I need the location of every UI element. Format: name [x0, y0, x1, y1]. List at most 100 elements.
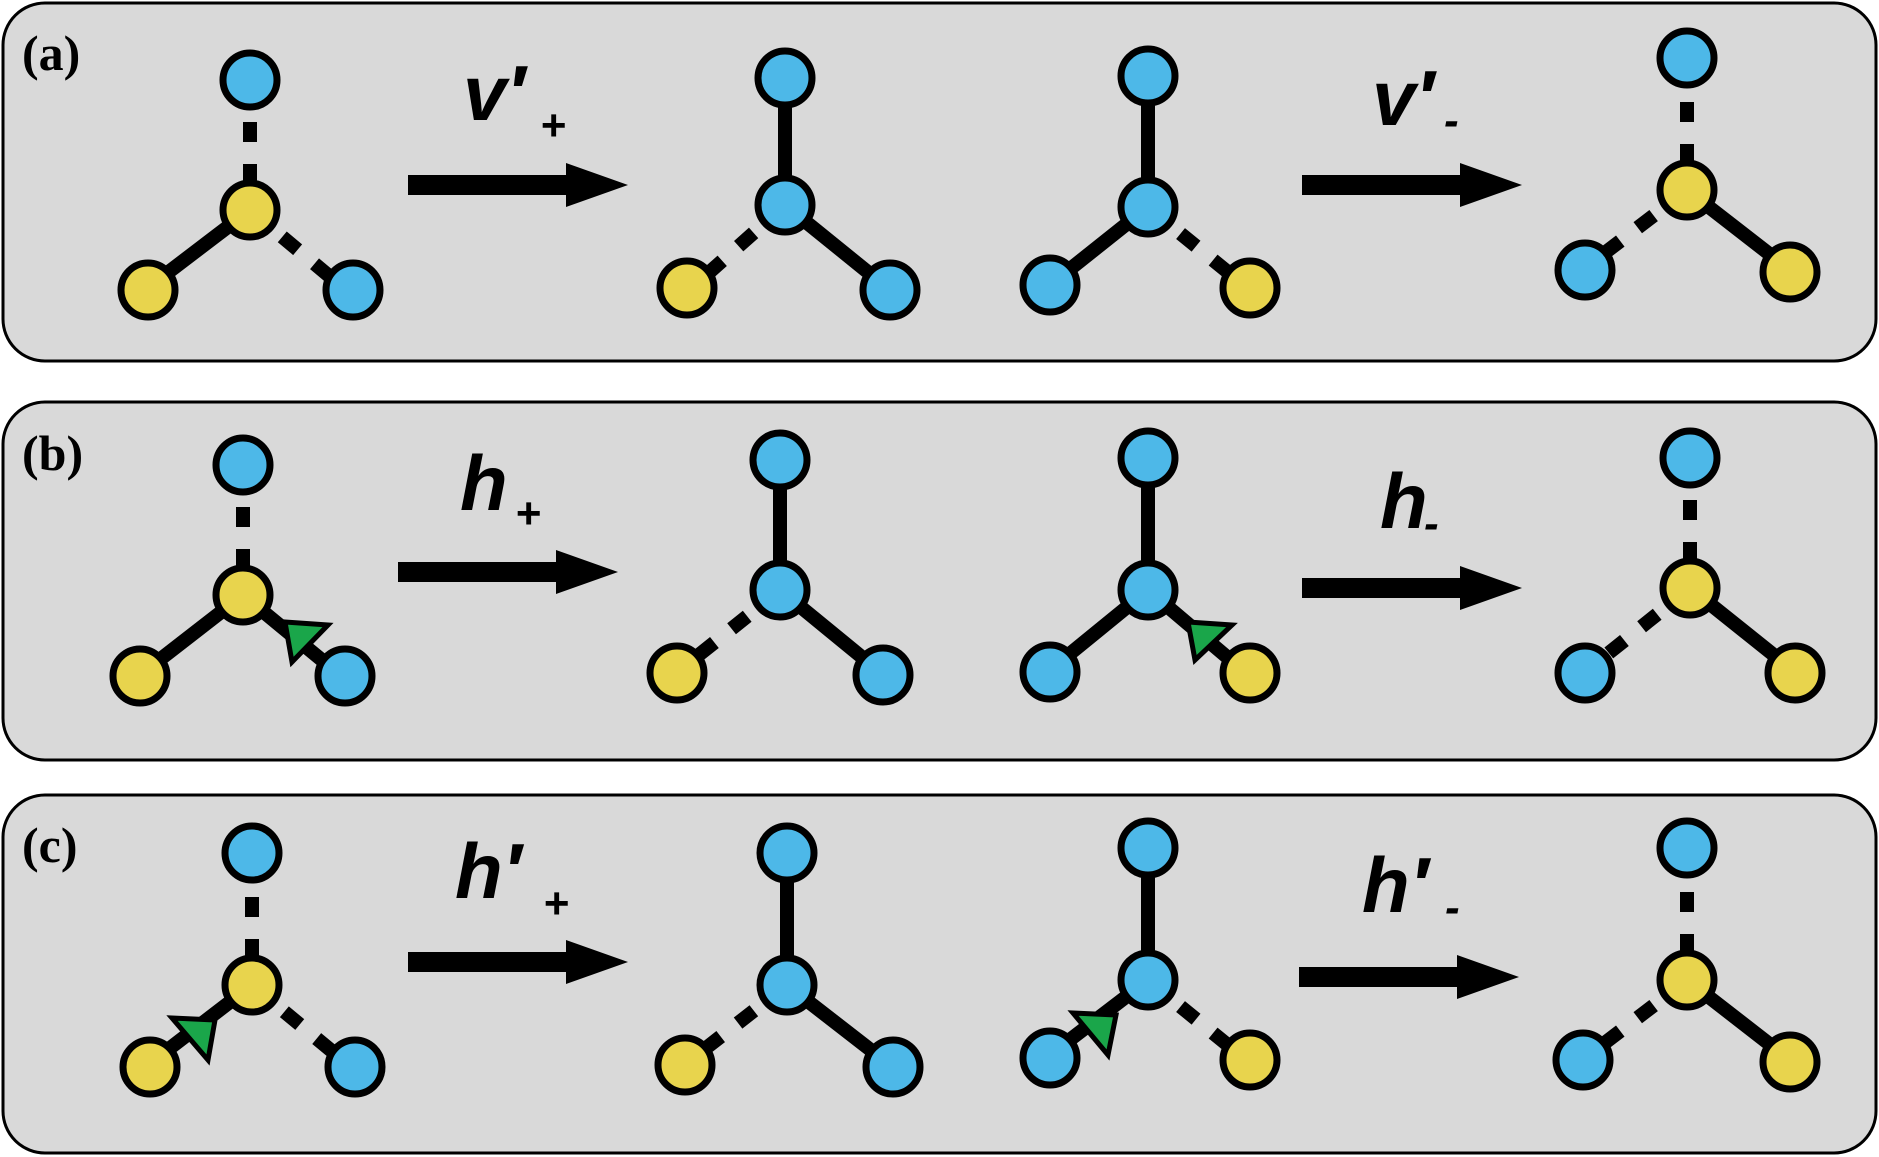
operator-a2-sub: -	[1444, 96, 1459, 145]
node-blue	[219, 49, 281, 111]
node-blue	[749, 559, 811, 621]
node-yellow	[219, 179, 281, 241]
node-yellow	[1759, 241, 1821, 303]
node-blue	[322, 259, 384, 321]
arrow-shaft	[408, 952, 573, 972]
molecule-a3	[1019, 45, 1281, 319]
node-blue	[1019, 1027, 1081, 1089]
arrow-shaft	[1302, 175, 1467, 195]
arrow-shaft	[1302, 578, 1467, 598]
node-yellow	[646, 642, 708, 704]
node-blue	[1656, 27, 1718, 89]
arrow-head	[556, 550, 618, 594]
molecule-b4	[1554, 427, 1826, 704]
node-blue	[859, 259, 921, 321]
panel-a-label: (a)	[22, 25, 80, 81]
molecule-b1	[109, 434, 376, 707]
node-blue	[1554, 642, 1616, 704]
node-blue	[756, 822, 818, 884]
node-yellow	[1656, 949, 1718, 1011]
node-blue	[756, 954, 818, 1016]
node-blue	[1019, 641, 1081, 703]
panel-b-background	[1, 400, 1878, 762]
arrow-head	[1460, 163, 1522, 207]
node-yellow	[654, 1034, 716, 1096]
node-blue	[324, 1036, 386, 1098]
arrow-b2: h -	[1302, 457, 1522, 610]
node-yellow	[656, 257, 718, 319]
node-yellow	[1759, 1031, 1821, 1093]
molecule-c3	[1019, 817, 1281, 1091]
operator-b2-sub: -	[1424, 499, 1439, 548]
bond-dashed	[247, 979, 350, 1068]
panel-c: (c) h′ +	[1, 793, 1878, 1155]
arrow-b1: h +	[398, 439, 618, 594]
molecule-a1	[117, 49, 384, 321]
arrow-c1: h′ +	[408, 827, 628, 984]
molecule-c4	[1552, 817, 1821, 1093]
node-blue	[1117, 559, 1179, 621]
node-yellow	[1219, 642, 1281, 704]
operator-b1-main: h	[460, 439, 508, 527]
node-blue	[754, 47, 816, 109]
arrow-head	[1457, 955, 1519, 999]
node-blue	[862, 1036, 924, 1098]
arrow-shaft	[408, 175, 573, 195]
node-yellow	[117, 259, 179, 321]
molecule-c1	[119, 822, 386, 1098]
operator-c2-main: h′	[1362, 841, 1432, 929]
node-yellow	[109, 645, 171, 707]
molecule-b3	[1019, 427, 1281, 704]
panel-c-background	[1, 793, 1878, 1155]
node-yellow	[1764, 642, 1826, 704]
molecule-a4	[1554, 27, 1821, 303]
node-blue	[749, 429, 811, 491]
node-blue	[754, 174, 816, 236]
arrow-shaft	[398, 562, 563, 582]
node-blue	[212, 434, 274, 496]
node-yellow	[221, 954, 283, 1016]
arrow-head	[1460, 566, 1522, 610]
panel-b-label: (b)	[22, 425, 83, 481]
node-yellow	[212, 564, 274, 626]
node-yellow	[1659, 557, 1721, 619]
node-yellow	[1219, 257, 1281, 319]
molecule-c2	[654, 822, 924, 1098]
node-blue	[1019, 254, 1081, 316]
arrow-a2: v′ -	[1302, 54, 1522, 207]
operator-c1-main: h′	[455, 827, 525, 915]
molecule-a2	[656, 47, 921, 321]
panel-c-label: (c)	[22, 817, 78, 873]
node-blue	[1117, 817, 1179, 879]
node-blue	[314, 645, 376, 707]
node-blue	[1554, 239, 1616, 301]
panel-a: (a) v′ +	[1, 1, 1878, 363]
operator-b2-main: h	[1380, 457, 1428, 545]
arrow-head	[566, 940, 628, 984]
arrow-c2: h′ -	[1299, 841, 1519, 999]
node-blue	[1117, 949, 1179, 1011]
node-yellow	[1219, 1029, 1281, 1091]
panel-a-background	[1, 1, 1878, 363]
arrow-shaft	[1299, 967, 1464, 987]
panel-b: (b) h +	[1, 400, 1878, 762]
operator-c2-sub: -	[1445, 883, 1460, 932]
node-blue	[852, 644, 914, 706]
green-triangle-marker	[1184, 619, 1238, 665]
node-blue	[1552, 1029, 1614, 1091]
operator-a1-sub: +	[540, 101, 566, 150]
operator-a1-main: v′	[463, 49, 528, 137]
operator-b1-sub: +	[515, 489, 541, 538]
arrow-head	[566, 163, 628, 207]
node-blue	[1117, 45, 1179, 107]
node-blue	[1656, 817, 1718, 879]
node-yellow	[119, 1036, 181, 1098]
node-blue	[1659, 427, 1721, 489]
node-yellow	[1656, 159, 1718, 221]
operator-a2-main: v′	[1372, 54, 1437, 142]
green-triangle-marker	[281, 619, 334, 668]
green-triangle-marker	[1067, 1010, 1120, 1061]
molecule-b2	[646, 429, 914, 706]
node-blue	[221, 822, 283, 884]
